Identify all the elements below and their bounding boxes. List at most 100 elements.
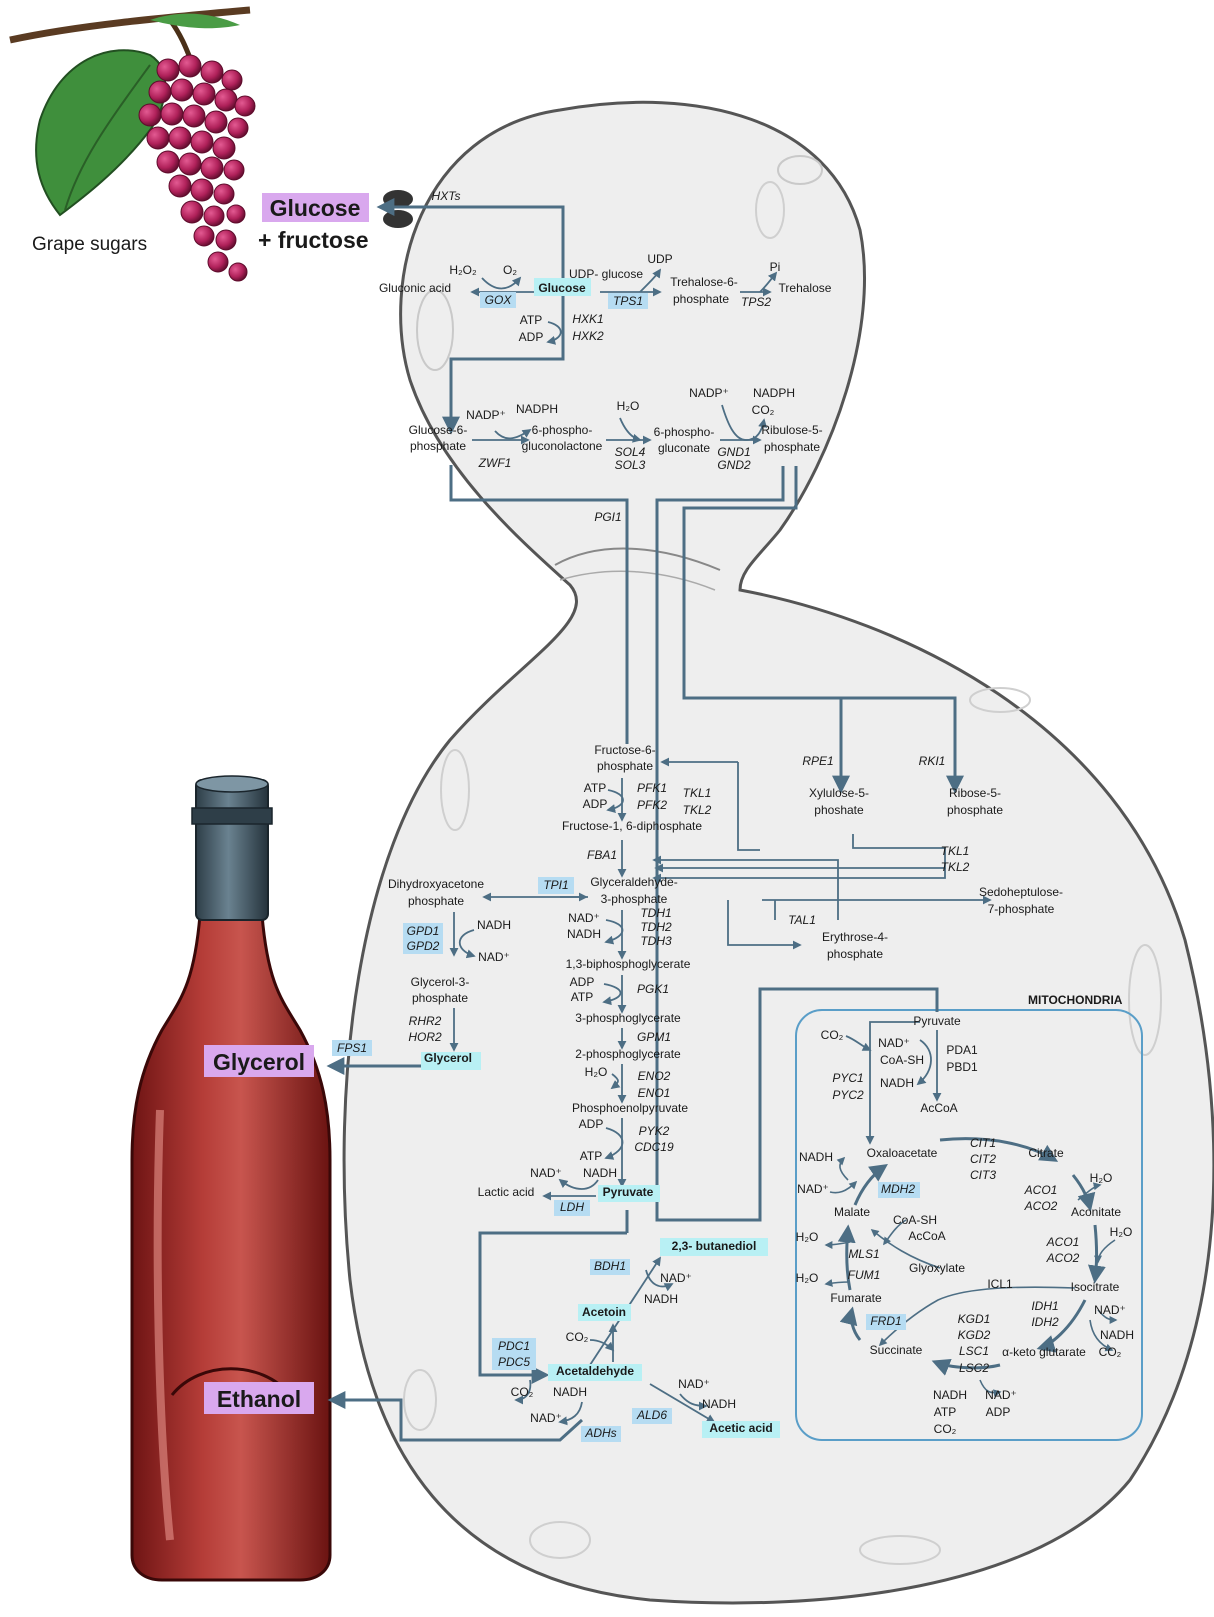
reaction-arrows xyxy=(449,268,992,1426)
enzyme-label: GPD2 xyxy=(407,939,440,953)
grape-sugars-label: Grape sugars xyxy=(32,234,147,255)
enzyme-label: GND2 xyxy=(717,458,751,472)
enzyme-label: ENO1 xyxy=(638,1086,671,1100)
mitochondria-compartment xyxy=(795,1009,1143,1441)
enzyme-label: HXTs xyxy=(432,189,461,203)
metabolite-label: gluconolactone xyxy=(522,439,603,453)
metabolite-label: NAD⁺ xyxy=(797,1182,829,1196)
enzyme-label: HOR2 xyxy=(408,1030,442,1044)
metabolite-label: 3-phosphoglycerate xyxy=(575,1011,681,1025)
metabolite-label: Pi xyxy=(770,260,781,274)
metabolite-label: gluconate xyxy=(658,441,710,455)
enzyme-label: ACO2 xyxy=(1024,1199,1058,1213)
enzyme-label: MLS1 xyxy=(848,1247,879,1261)
enzyme-label: TDH3 xyxy=(640,934,672,948)
metabolite-label: NADH xyxy=(477,918,511,932)
glucose-box xyxy=(262,193,369,222)
metabolite-label: Xylulose-5- xyxy=(809,786,869,800)
enzyme-label: SOL4 xyxy=(615,445,646,459)
metabolite-label: Fructose-1, 6-diphosphate xyxy=(562,819,702,833)
enzyme-label: ACO2 xyxy=(1046,1251,1080,1265)
enzyme-label: TAL1 xyxy=(788,913,816,927)
metabolite-label: Succinate xyxy=(870,1343,923,1357)
metabolite-label: phosphate xyxy=(947,803,1003,817)
enzyme-label: SOL3 xyxy=(615,458,646,472)
enzyme-label: LDH xyxy=(560,1200,584,1214)
metabolite-label: Glucose-6- xyxy=(409,423,468,437)
metabolite-label: Pyruvate xyxy=(913,1014,961,1028)
metabolite-label: Glyoxylate xyxy=(909,1261,965,1275)
metabolite-label: NADH xyxy=(799,1150,833,1164)
enzyme-label: ACO1 xyxy=(1024,1183,1058,1197)
metabolite-label: Glucose xyxy=(538,281,586,295)
enzyme-label: PGI1 xyxy=(594,510,621,524)
metabolite-label: NAD⁺ xyxy=(985,1388,1017,1402)
metabolite-label: NADH xyxy=(583,1166,617,1180)
metabolite-label: Sedoheptulose- xyxy=(979,885,1063,899)
metabolite-label: α-keto glutarate xyxy=(1002,1345,1086,1359)
enzyme-label: PFK1 xyxy=(637,781,667,795)
enzyme-label: ACO1 xyxy=(1046,1235,1080,1249)
metabolite-label: NAD⁺ xyxy=(568,911,600,925)
enzyme-label: RKI1 xyxy=(919,754,946,768)
enzyme-label: GOX xyxy=(485,293,513,307)
enzyme-label: FBA1 xyxy=(587,848,617,862)
metabolite-label: PBD1 xyxy=(946,1060,978,1074)
metabolite-label: NADH xyxy=(933,1388,967,1402)
metabolite-label: NAD⁺ xyxy=(530,1166,562,1180)
metabolite-label: Fructose-6- xyxy=(594,743,655,757)
metabolite-label: Glycerol-3- xyxy=(411,975,470,989)
metabolite-label: phosphate xyxy=(408,894,464,908)
wine-bottle-icon xyxy=(130,775,332,1582)
metabolite-label: 7-phosphate xyxy=(988,902,1055,916)
metabolite-label: NAD⁺ xyxy=(1094,1303,1126,1317)
enzyme-label: GPD1 xyxy=(407,924,440,938)
glycerol-product-label: Glycerol xyxy=(213,1049,305,1075)
tca-side-arrows xyxy=(824,1156,1118,1398)
metabolite-label: 2,3- butanediol xyxy=(672,1239,757,1253)
metabolite-label: CO₂ xyxy=(821,1028,844,1042)
metabolite-label: Aconitate xyxy=(1071,1205,1121,1219)
enzyme-label: RPE1 xyxy=(802,754,833,768)
metabolite-label: 6-phospho- xyxy=(654,425,715,439)
metabolite-label: H₂O xyxy=(585,1065,608,1079)
tca-cycle xyxy=(837,1137,1106,1376)
glucose-label: Glucose xyxy=(270,195,361,221)
metabolite-label: H₂O₂ xyxy=(449,263,477,277)
enzyme-label: PYK2 xyxy=(639,1124,670,1138)
enzyme-label: TPS2 xyxy=(741,295,771,309)
enzyme-label: FRD1 xyxy=(870,1314,901,1328)
yeast-cell-icon xyxy=(342,100,1214,1605)
metabolite-label: UDP xyxy=(647,252,672,266)
metabolite-label: NADH xyxy=(553,1385,587,1399)
metabolite-label: NADH xyxy=(567,927,601,941)
enzyme-label: HXK2 xyxy=(572,329,604,343)
label-highlights xyxy=(332,278,920,1442)
enzyme-label: CIT1 xyxy=(970,1136,996,1150)
enzyme-label: CIT3 xyxy=(970,1168,996,1182)
metabolite-label: ATP xyxy=(520,313,542,327)
enzyme-label: IDH2 xyxy=(1031,1315,1059,1329)
metabolite-label: ATP xyxy=(571,990,593,1004)
hexose-transporter-icon xyxy=(383,190,413,228)
enzyme-label: LSC1 xyxy=(959,1344,989,1358)
metabolite-label: Oxaloacetate xyxy=(867,1146,938,1160)
metabolite-label: Dihydroxyacetone xyxy=(388,877,484,891)
metabolite-label: H₂O xyxy=(1110,1225,1133,1239)
glycerol-box xyxy=(204,1045,314,1077)
metabolite-label: Fumarate xyxy=(830,1291,882,1305)
metabolite-label: Ribose-5- xyxy=(949,786,1001,800)
enzyme-label: TKL1 xyxy=(941,844,970,858)
metabolite-label: Erythrose-4- xyxy=(822,930,888,944)
metabolite-label: Citrate xyxy=(1028,1146,1064,1160)
metabolite-label: Trehalose xyxy=(779,281,832,295)
metabolite-label: CO₂ xyxy=(566,1330,589,1344)
ethanol-box xyxy=(204,1382,314,1414)
enzyme-label: BDH1 xyxy=(594,1259,626,1273)
enzyme-label: CDC19 xyxy=(634,1140,674,1154)
metabolite-label: NADH xyxy=(702,1397,736,1411)
metabolite-label: ADP xyxy=(570,975,595,989)
metabolite-label: ATP xyxy=(580,1149,602,1163)
